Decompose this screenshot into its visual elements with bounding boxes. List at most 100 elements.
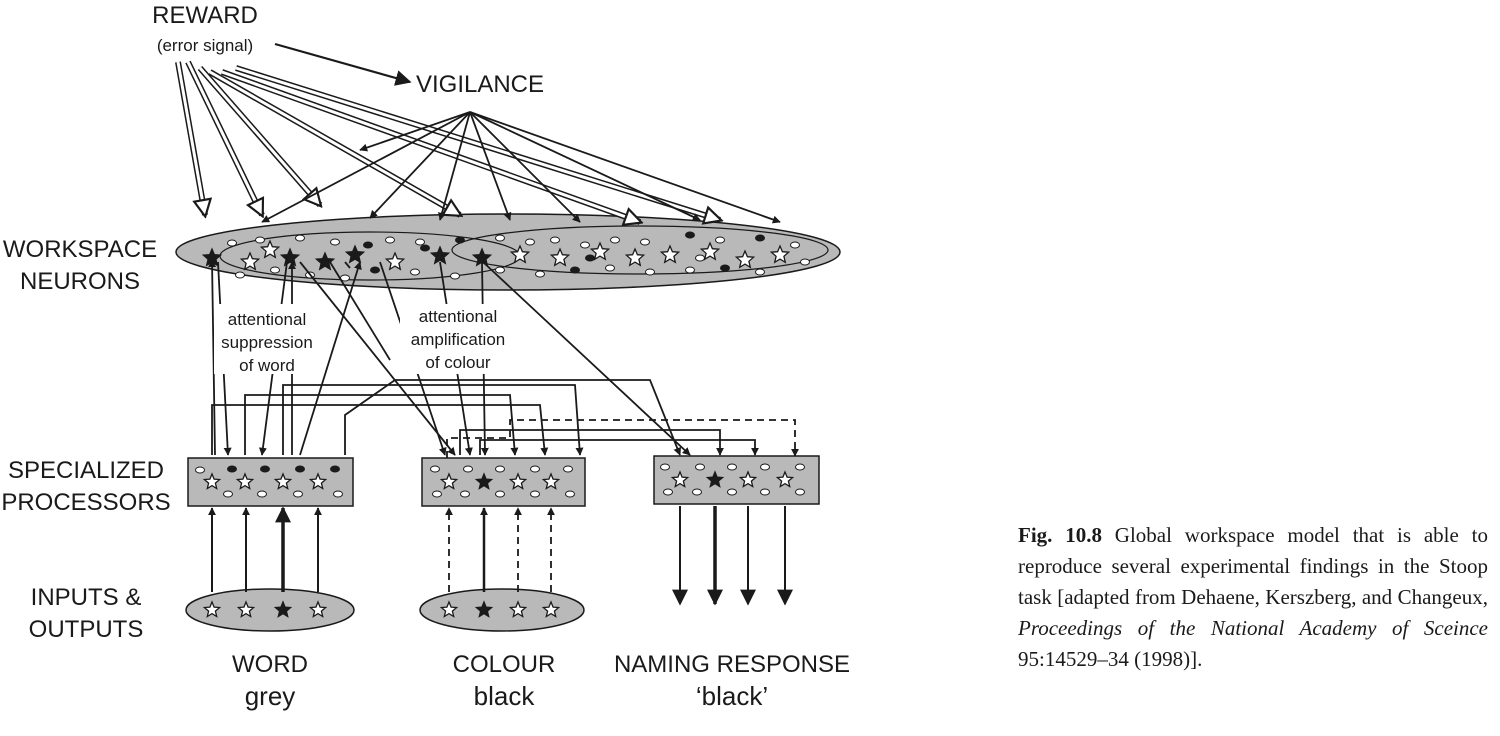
- neuron-dot: [495, 266, 505, 274]
- neuron-dot: [330, 238, 340, 246]
- neuron-dot: [463, 465, 473, 473]
- neuron-dot: [460, 490, 470, 498]
- neuron-dot: [660, 463, 670, 471]
- colour-value: black: [474, 681, 536, 711]
- neuron-star: [239, 251, 261, 271]
- word-title: WORD: [232, 651, 308, 678]
- reward-label: REWARD: [152, 2, 258, 29]
- active-neuron-dot: [455, 236, 465, 244]
- caption-figure-label: Fig. 10.8: [1018, 523, 1102, 547]
- neuron-dot: [640, 238, 650, 246]
- neuron-dot: [795, 488, 805, 496]
- active-neuron-star: [344, 244, 366, 264]
- neuron-dot: [605, 264, 615, 272]
- neuron-dot: [410, 268, 420, 276]
- neuron-star: [509, 244, 531, 264]
- neuron-dot: [432, 490, 442, 498]
- neuron-dot: [760, 463, 770, 471]
- neuron-dot: [610, 236, 620, 244]
- neuron-star: [775, 470, 795, 488]
- suppression-label-line2: suppression: [221, 333, 313, 352]
- neuron-dot: [685, 266, 695, 274]
- workspace-neurons-ellipse: [175, 213, 841, 291]
- naming-value: ‘black’: [696, 681, 768, 711]
- active-neuron-dot: [330, 465, 340, 473]
- amplification-label-line1: attentional: [419, 307, 497, 326]
- caption-journal: Proceedings of the National Academy of S…: [1018, 616, 1488, 640]
- active-neuron-star: [273, 600, 293, 618]
- inputs-label-line1: INPUTS &: [31, 584, 142, 611]
- specialized-label-line2: PROCESSORS: [1, 489, 170, 516]
- neuron-dot: [235, 271, 245, 279]
- neuron-dot: [535, 270, 545, 278]
- neuron-dot: [800, 258, 810, 266]
- neuron-dot: [295, 234, 305, 242]
- neuron-star: [384, 251, 406, 271]
- colour-title: COLOUR: [453, 651, 556, 678]
- active-neuron-star: [474, 600, 494, 618]
- neuron-dot: [645, 268, 655, 276]
- neuron-glyphs: [195, 231, 810, 618]
- neuron-star: [734, 249, 756, 269]
- neuron-dot: [293, 490, 303, 498]
- neuron-dot: [727, 463, 737, 471]
- neuron-dot: [223, 490, 233, 498]
- error-signal-label: (error signal): [157, 36, 253, 55]
- neuron-dot: [530, 465, 540, 473]
- neuron-star: [541, 472, 561, 490]
- active-neuron-dot: [720, 264, 730, 272]
- workspace-processor-connections: [208, 259, 759, 456]
- neuron-dot: [755, 268, 765, 276]
- workspace-label-line1: WORKSPACE: [3, 236, 157, 263]
- amplification-label-line2: amplification: [411, 330, 506, 349]
- active-neuron-star: [705, 470, 725, 488]
- neuron-dot: [195, 466, 205, 474]
- colour-processor-box: [421, 457, 586, 507]
- neuron-dot: [450, 272, 460, 280]
- neuron-star: [202, 472, 222, 490]
- neuron-dot: [270, 266, 280, 274]
- neuron-star: [659, 244, 681, 264]
- neuron-dot: [495, 490, 505, 498]
- neuron-star: [439, 472, 459, 490]
- word-value: grey: [245, 681, 296, 711]
- neuron-star: [273, 472, 293, 490]
- active-neuron-dot: [295, 465, 305, 473]
- neuron-star: [235, 472, 255, 490]
- specialized-label-line1: SPECIALIZED: [8, 457, 164, 484]
- neuron-star: [259, 239, 281, 259]
- neuron-dot: [430, 465, 440, 473]
- active-neuron-dot: [585, 254, 595, 262]
- caption-text-before: Global workspace model that is able to r…: [1018, 523, 1488, 609]
- neuron-dot: [415, 238, 425, 246]
- neuron-star: [439, 600, 459, 618]
- neuron-star: [541, 600, 561, 618]
- vigilance-arrows: [261, 111, 781, 224]
- neuron-star: [308, 472, 328, 490]
- neuron-dot: [525, 238, 535, 246]
- neuron-dot: [692, 488, 702, 496]
- neuron-star: [508, 600, 528, 618]
- neuron-star: [699, 241, 721, 261]
- workspace-diagram: REWARD (error signal) VIGILANCE WORKSPAC…: [1, 2, 850, 711]
- neuron-dot: [663, 488, 673, 496]
- active-neuron-star: [429, 245, 451, 265]
- input-output-arrows: [208, 506, 793, 606]
- reward-to-vigilance-arrow: [274, 42, 412, 86]
- neuron-star: [508, 472, 528, 490]
- neuron-dot: [695, 463, 705, 471]
- active-neuron-dot: [260, 465, 270, 473]
- neuron-star: [670, 470, 690, 488]
- active-neuron-dot: [570, 266, 580, 274]
- neuron-dot: [790, 241, 800, 249]
- neuron-dot: [530, 490, 540, 498]
- active-neuron-dot: [420, 244, 430, 252]
- neuron-dot: [385, 236, 395, 244]
- neuron-star: [236, 600, 256, 618]
- neuron-dot: [715, 236, 725, 244]
- neuron-dot: [227, 239, 237, 247]
- workspace-label-line2: NEURONS: [20, 268, 140, 295]
- neuron-dot: [495, 234, 505, 242]
- amplification-label-line3: of colour: [425, 353, 491, 372]
- active-neuron-dot: [363, 241, 373, 249]
